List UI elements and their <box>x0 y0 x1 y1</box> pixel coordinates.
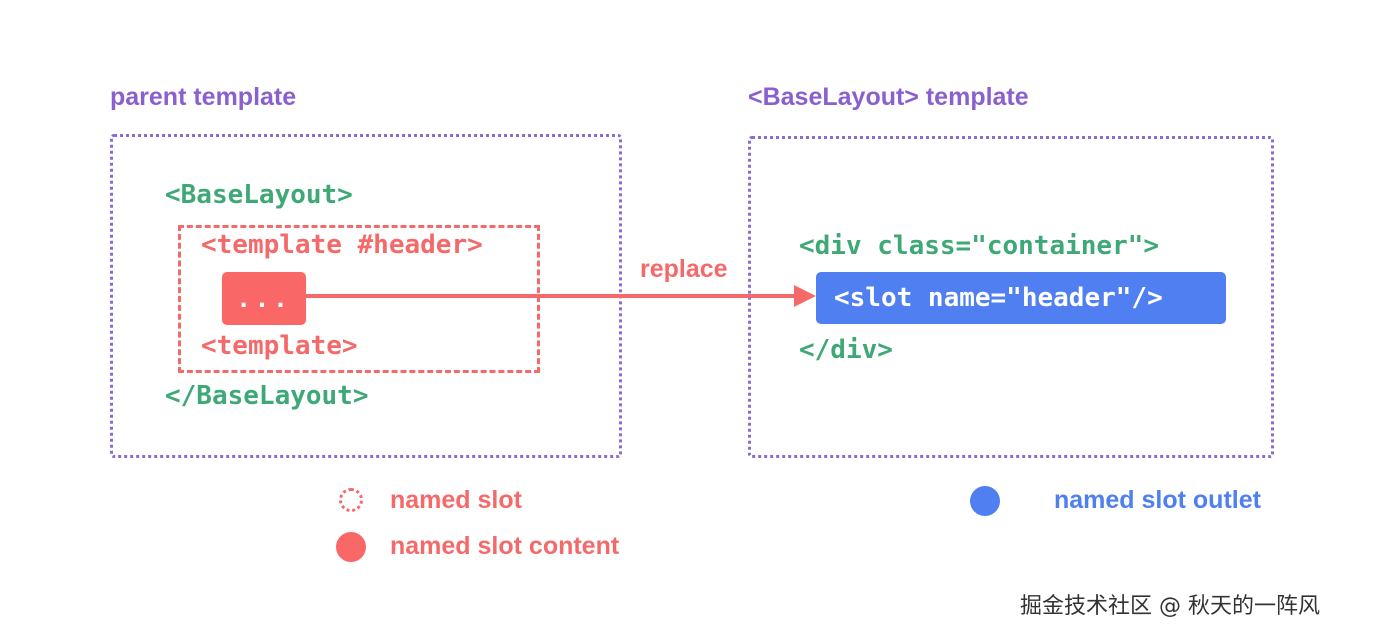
baselayout-template-heading: <BaseLayout> template <box>748 83 1029 111</box>
replace-arrow-head <box>794 285 816 307</box>
slot-outlet-text: <slot name="header"/> <box>834 283 1163 313</box>
named-slot-content-legend-label: named slot content <box>390 532 620 560</box>
named-slot-content-chip: ... <box>222 272 306 325</box>
div-container-open-tag: <div class="container"> <box>799 231 1160 261</box>
watermark: 掘金技术社区 @ 秋天的一阵风 <box>1020 594 1320 619</box>
named-slot-box <box>178 225 540 373</box>
named-slot-legend-icon <box>339 488 363 512</box>
named-slot-legend-label: named slot <box>390 486 522 514</box>
named-slot-outlet: <slot name="header"/> <box>816 272 1226 324</box>
named-slot-outlet-legend-icon <box>970 486 1000 516</box>
slot-content-text: ... <box>236 284 292 313</box>
named-slot-content-legend-icon <box>336 532 366 562</box>
named-slot-outlet-legend-label: named slot outlet <box>1054 486 1261 514</box>
template-header-open-tag: <template #header> <box>201 230 483 260</box>
template-close-tag: <template> <box>201 331 358 361</box>
replace-label: replace <box>640 255 728 283</box>
baselayout-open-tag: <BaseLayout> <box>165 180 353 210</box>
div-close-tag: </div> <box>799 335 893 365</box>
parent-template-heading: parent template <box>110 83 297 111</box>
baselayout-close-tag: </BaseLayout> <box>165 381 369 411</box>
replace-arrow <box>306 285 816 307</box>
